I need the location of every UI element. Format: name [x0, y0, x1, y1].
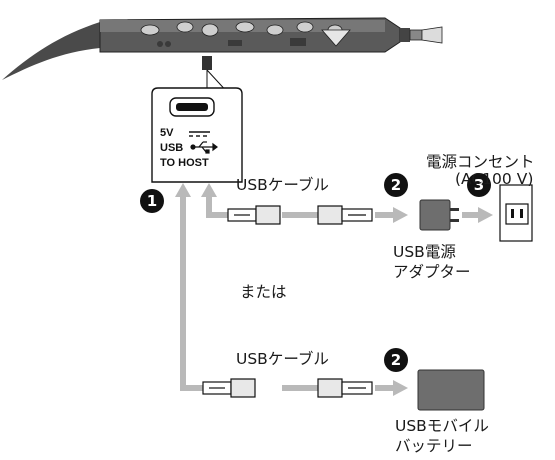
usb-power-adapter	[419, 199, 459, 231]
usb-cable-label-top: USBケーブル	[236, 176, 329, 194]
usb-mobile-battery	[417, 369, 485, 411]
step-marker-1: 1	[140, 189, 164, 213]
usb-plug-bottom-right	[317, 378, 373, 398]
connection-arrows	[180, 195, 480, 391]
outlet-label: 電源コンセント	[426, 153, 535, 171]
battery-label-line1: USBモバイル	[395, 417, 489, 435]
adapter-label-line2: アダプター	[393, 263, 471, 281]
adapter-label-line1: USB電源	[393, 243, 456, 261]
wall-outlet	[499, 184, 533, 242]
step-marker-3: 3	[467, 173, 491, 197]
usb-cable-label-bottom: USBケーブル	[236, 350, 329, 368]
or-label: または	[240, 283, 287, 301]
step-marker-2-bottom: 2	[384, 348, 408, 372]
usb-port-callout	[151, 87, 243, 183]
port-label-5v: 5V	[160, 127, 174, 139]
usb-plug-top-left	[227, 205, 281, 225]
usb-plug-bottom-left	[202, 378, 256, 398]
outlet-voltage-label: (AC100 V)	[455, 170, 534, 188]
battery-label-line2: バッテリー	[395, 437, 473, 455]
instrument-illustration	[2, 17, 443, 96]
port-label-to-host: TO HOST	[160, 157, 209, 169]
usb-symbol-icon	[190, 141, 218, 154]
usb-plug-top-right	[317, 205, 373, 225]
step-marker-2-top: 2	[384, 173, 408, 197]
port-label-usb: USB	[160, 142, 184, 154]
